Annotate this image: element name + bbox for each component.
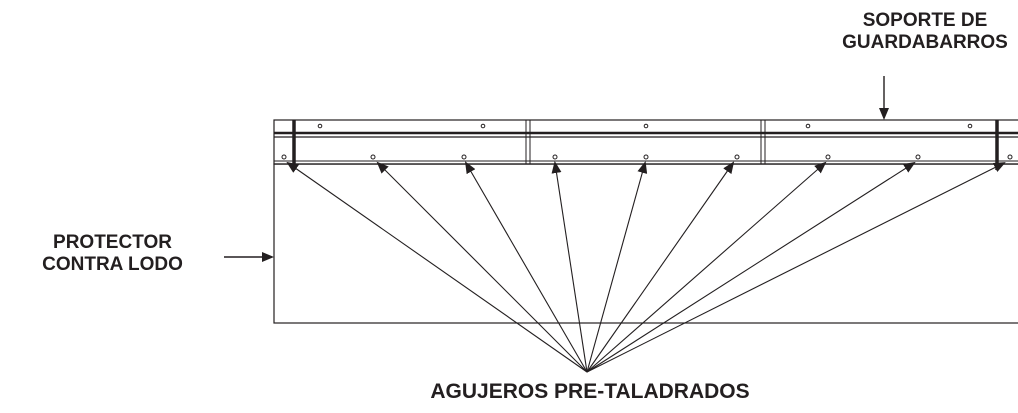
bracket-hole	[480, 123, 486, 129]
hole-arrow	[551, 161, 588, 373]
bracket-joint	[760, 120, 766, 164]
bracket-hole	[805, 123, 811, 129]
predrilled-hole	[643, 154, 649, 160]
hole-arrow	[586, 161, 916, 373]
hole-arrow	[586, 161, 827, 373]
bracket-hole	[967, 123, 973, 129]
bracket-hole	[317, 123, 323, 129]
mud-flap-label: PROTECTOR CONTRA LODO	[10, 232, 215, 276]
hole-arrow	[376, 161, 588, 373]
predrilled-hole	[552, 154, 558, 160]
predrilled-hole	[461, 154, 467, 160]
hole-arrow	[464, 161, 588, 373]
predrilled-hole	[734, 154, 740, 160]
predrilled-hole	[825, 154, 831, 160]
fender-bracket	[273, 119, 1018, 170]
mud-flap-label-line-1: PROTECTOR	[53, 232, 172, 253]
hole-arrow	[586, 161, 648, 373]
predrilled-hole	[1007, 154, 1013, 160]
fender-bracket-label-line-1: SOPORTE DE	[862, 10, 988, 31]
fender-bracket-label-line-2: GUARDABARROS	[842, 31, 1008, 53]
hole-arrow	[286, 161, 588, 373]
predrilled-hole	[370, 154, 376, 160]
bracket-hole	[643, 123, 649, 129]
hole-arrow	[586, 162, 1006, 373]
hole-arrow	[586, 161, 735, 373]
fender-bracket-label: SOPORTE DE GUARDABARROS	[840, 10, 1010, 54]
bracket-joint	[525, 120, 531, 164]
predrilled-hole	[281, 154, 287, 160]
predrilled-holes-label: AGUJEROS PRE-TALADRADOS	[430, 380, 750, 403]
predrilled-hole	[915, 154, 921, 160]
mud-flap	[273, 163, 1018, 324]
mud-flap-label-line-2: CONTRA LODO	[42, 253, 183, 275]
predrilled-holes-arrows	[286, 161, 1006, 373]
